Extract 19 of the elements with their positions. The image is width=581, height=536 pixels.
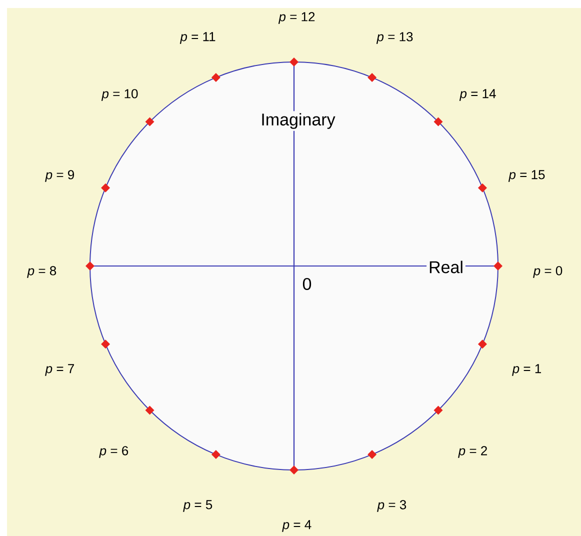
- point-label: p = 10: [101, 89, 138, 101]
- point-label: p = 11: [180, 32, 216, 44]
- point-label: p = 2: [458, 446, 487, 458]
- point-label: p = 1: [512, 364, 541, 376]
- point-label: p = 9: [45, 170, 74, 182]
- point-label: p = 6: [99, 446, 128, 458]
- point-label: p = 7: [45, 364, 74, 376]
- point-label: p = 15: [508, 170, 545, 182]
- point-label: p = 13: [376, 32, 413, 44]
- point-label: p = 4: [282, 520, 312, 532]
- point-label: p = 3: [377, 500, 406, 512]
- origin-label: 0: [302, 278, 312, 290]
- point-label: p = 0: [533, 266, 562, 278]
- point-label: p = 8: [27, 266, 56, 278]
- axis-label: Real: [426, 258, 466, 276]
- point-label: p = 5: [183, 500, 212, 512]
- point-label: p = 12: [278, 12, 315, 24]
- point-label: p = 14: [459, 89, 496, 101]
- axis-label: Imaginary: [258, 111, 338, 131]
